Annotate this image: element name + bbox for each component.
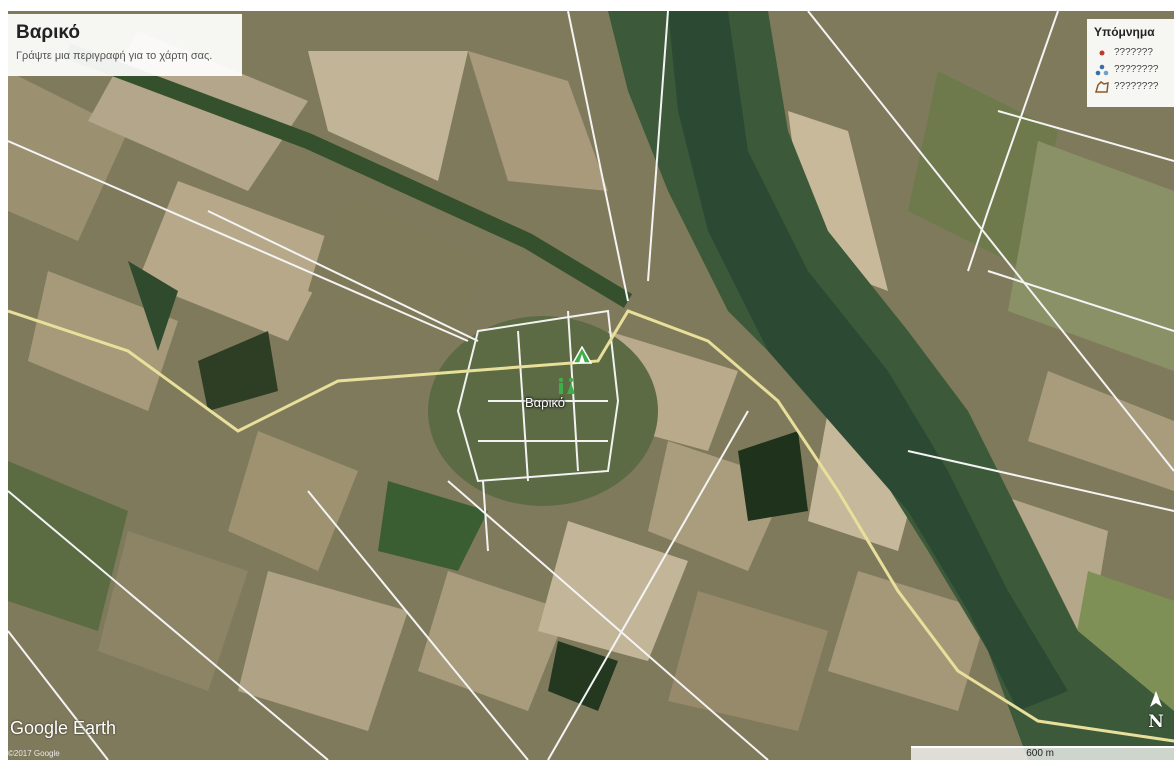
scale-label: 600 m: [1026, 748, 1054, 759]
red-dot-icon: [1094, 46, 1110, 60]
legend-panel: Υπόμνημα ??????? ???????? ????????: [1087, 19, 1174, 107]
restroom-marker-icon[interactable]: [556, 377, 576, 395]
village-area: [428, 316, 658, 506]
legend-title: Υπόμνημα: [1094, 25, 1155, 39]
legend-item-label: ????????: [1114, 81, 1159, 92]
legend-item-label: ???????: [1114, 47, 1153, 58]
legend-item: ????????: [1094, 62, 1167, 77]
google-earth-logo: Google Earth: [10, 718, 117, 738]
legend-item: ???????: [1094, 45, 1167, 60]
field-roads: [8, 11, 1174, 760]
brown-shape-icon: [1094, 80, 1110, 94]
place-label[interactable]: Βαρικό: [525, 395, 566, 410]
north-indicator: N: [1142, 691, 1170, 732]
map-viewport[interactable]: Βαρικό Γράψτε μια περιγραφή για το χάρτη…: [8, 11, 1174, 760]
legend-item-label: ????????: [1114, 64, 1159, 75]
people-group-icon: [1094, 63, 1110, 77]
map-title-panel: Βαρικό Γράψτε μια περιγραφή για το χάρτη…: [8, 14, 242, 76]
map-description[interactable]: Γράψτε μια περιγραφή για το χάρτη σας.: [16, 50, 213, 62]
copyright-text: ©2017 Google: [8, 749, 60, 758]
legend-item: ????????: [1094, 79, 1167, 94]
canal: [65, 43, 633, 308]
north-label: N: [1148, 712, 1164, 732]
scale-bar: 600 m: [911, 746, 1174, 760]
satellite-imagery: [8, 11, 1174, 760]
campground-marker-icon[interactable]: [572, 346, 592, 364]
map-title: Βαρικό: [16, 22, 81, 43]
north-arrow-icon: [1150, 691, 1162, 707]
main-road: [8, 309, 1174, 743]
